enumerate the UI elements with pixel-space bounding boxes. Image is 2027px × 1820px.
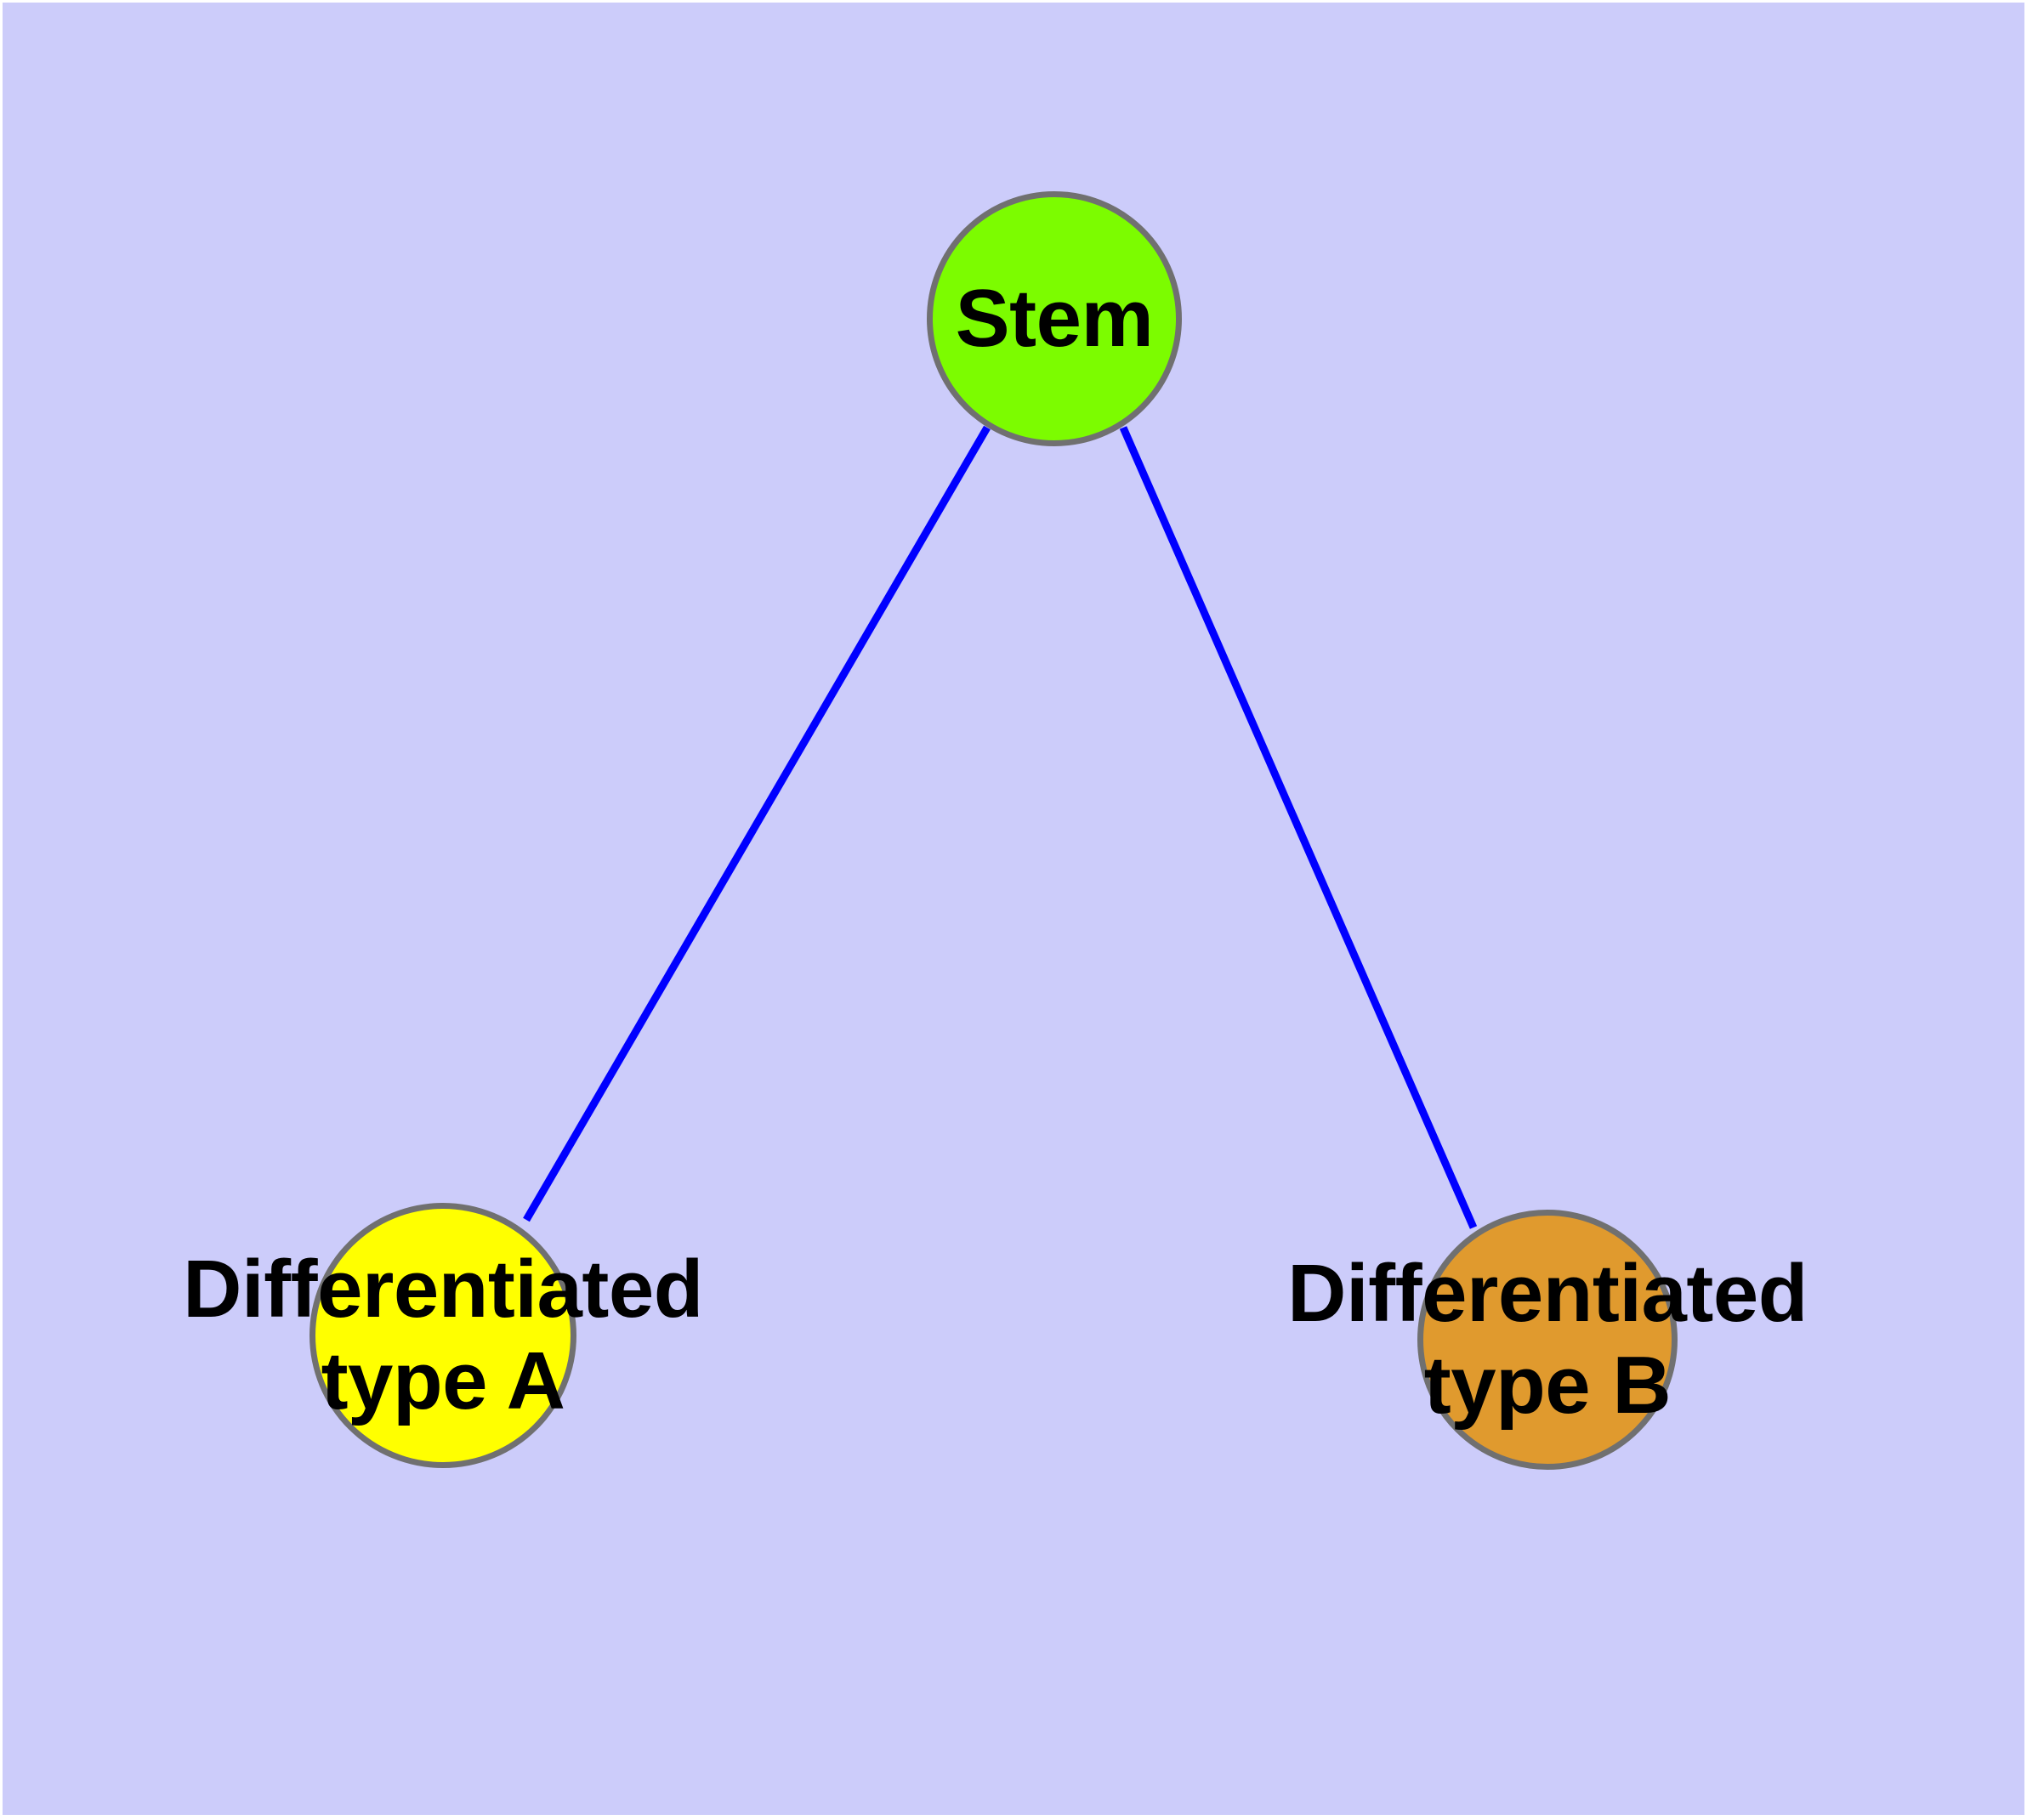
node-differentiated-type-a[interactable]: Differentiated type A xyxy=(183,1203,703,1468)
node-stem[interactable]: Stem xyxy=(927,191,1182,446)
node-stem-circle xyxy=(927,191,1182,446)
node-differentiated-type-b[interactable]: Differentiated type B xyxy=(1287,1210,1808,1470)
node-differentiated-type-b-circle xyxy=(1417,1210,1678,1470)
node-layer: Stem Differentiated type A Differentiate… xyxy=(3,3,2027,1820)
edge-stem-to-diff-a xyxy=(523,425,991,1222)
edge-layer xyxy=(523,425,1478,1229)
edge-stem-to-diff-b xyxy=(1119,426,1478,1229)
node-differentiated-type-a-circle xyxy=(309,1203,576,1468)
